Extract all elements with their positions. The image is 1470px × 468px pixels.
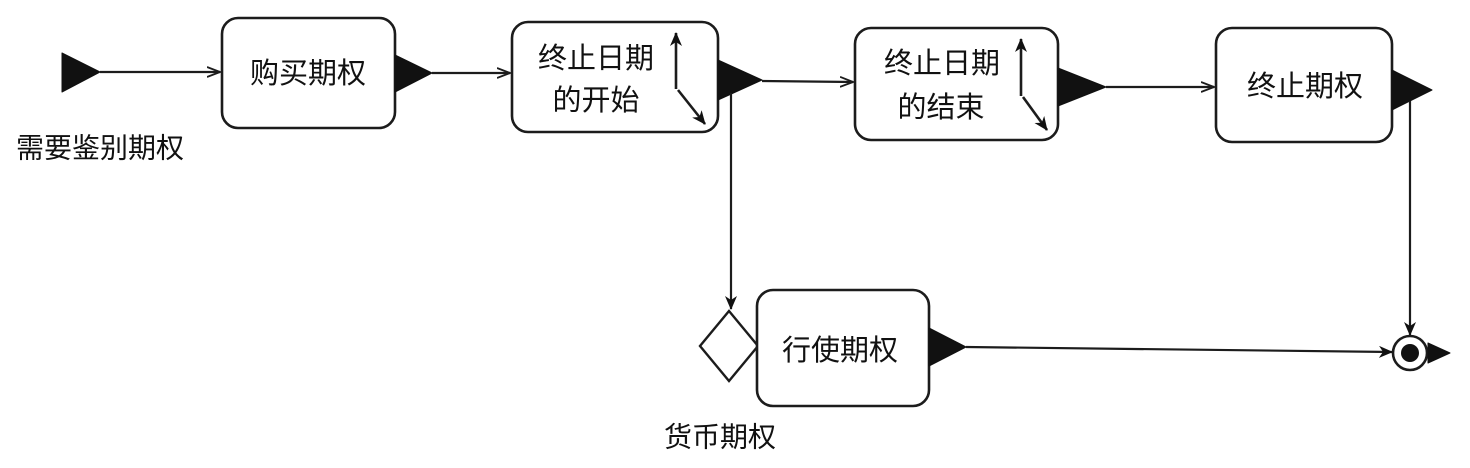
activity-label-line2: 的开始 <box>552 83 639 117</box>
output-pin-icon <box>394 54 433 93</box>
output-pin-icon <box>1057 67 1107 107</box>
activity-node-buy-option: 购买期权 <box>220 16 433 130</box>
activity-label-line2: 的结束 <box>897 90 984 124</box>
activity-final-icon <box>1391 334 1451 372</box>
activity-node-expiry-start: 终止日期 的开始 <box>510 20 763 134</box>
activity-node-exercise-option: 行使期权 <box>755 288 967 408</box>
start-label: 需要鉴别期权 <box>16 132 184 165</box>
decision-node: 货币期权 <box>664 309 776 454</box>
final-node-dot <box>1401 344 1419 362</box>
decision-label: 货币期权 <box>664 421 776 454</box>
activity-label: 行使期权 <box>782 333 898 367</box>
activity-label: 购买期权 <box>250 56 366 90</box>
activity-label: 终止期权 <box>1247 69 1363 103</box>
decision-diamond <box>698 309 760 383</box>
time-event-icon-down-arrow <box>676 89 707 125</box>
output-pin-icon <box>1391 69 1433 111</box>
activity-node-expiry-end: 终止日期 的结束 <box>853 26 1107 142</box>
start-node: 需要鉴别期权 <box>16 52 184 165</box>
activity-label-line1: 终止日期 <box>538 41 654 75</box>
output-pin-icon <box>928 327 967 367</box>
time-event-icon <box>670 32 707 125</box>
flow-arrow-expiry-start-to-expiry-end <box>761 81 853 82</box>
output-pin-icon <box>1427 342 1451 364</box>
activity-node-terminate-option: 终止期权 <box>1214 26 1433 144</box>
time-event-icon <box>1015 38 1049 131</box>
time-event-icon-down-arrow <box>1021 96 1049 131</box>
output-pin-icon <box>717 59 763 101</box>
activity-label-line1: 终止日期 <box>884 46 1000 80</box>
input-pin-icon <box>61 52 101 93</box>
flow-arrow-exercise-to-final <box>965 345 1393 358</box>
